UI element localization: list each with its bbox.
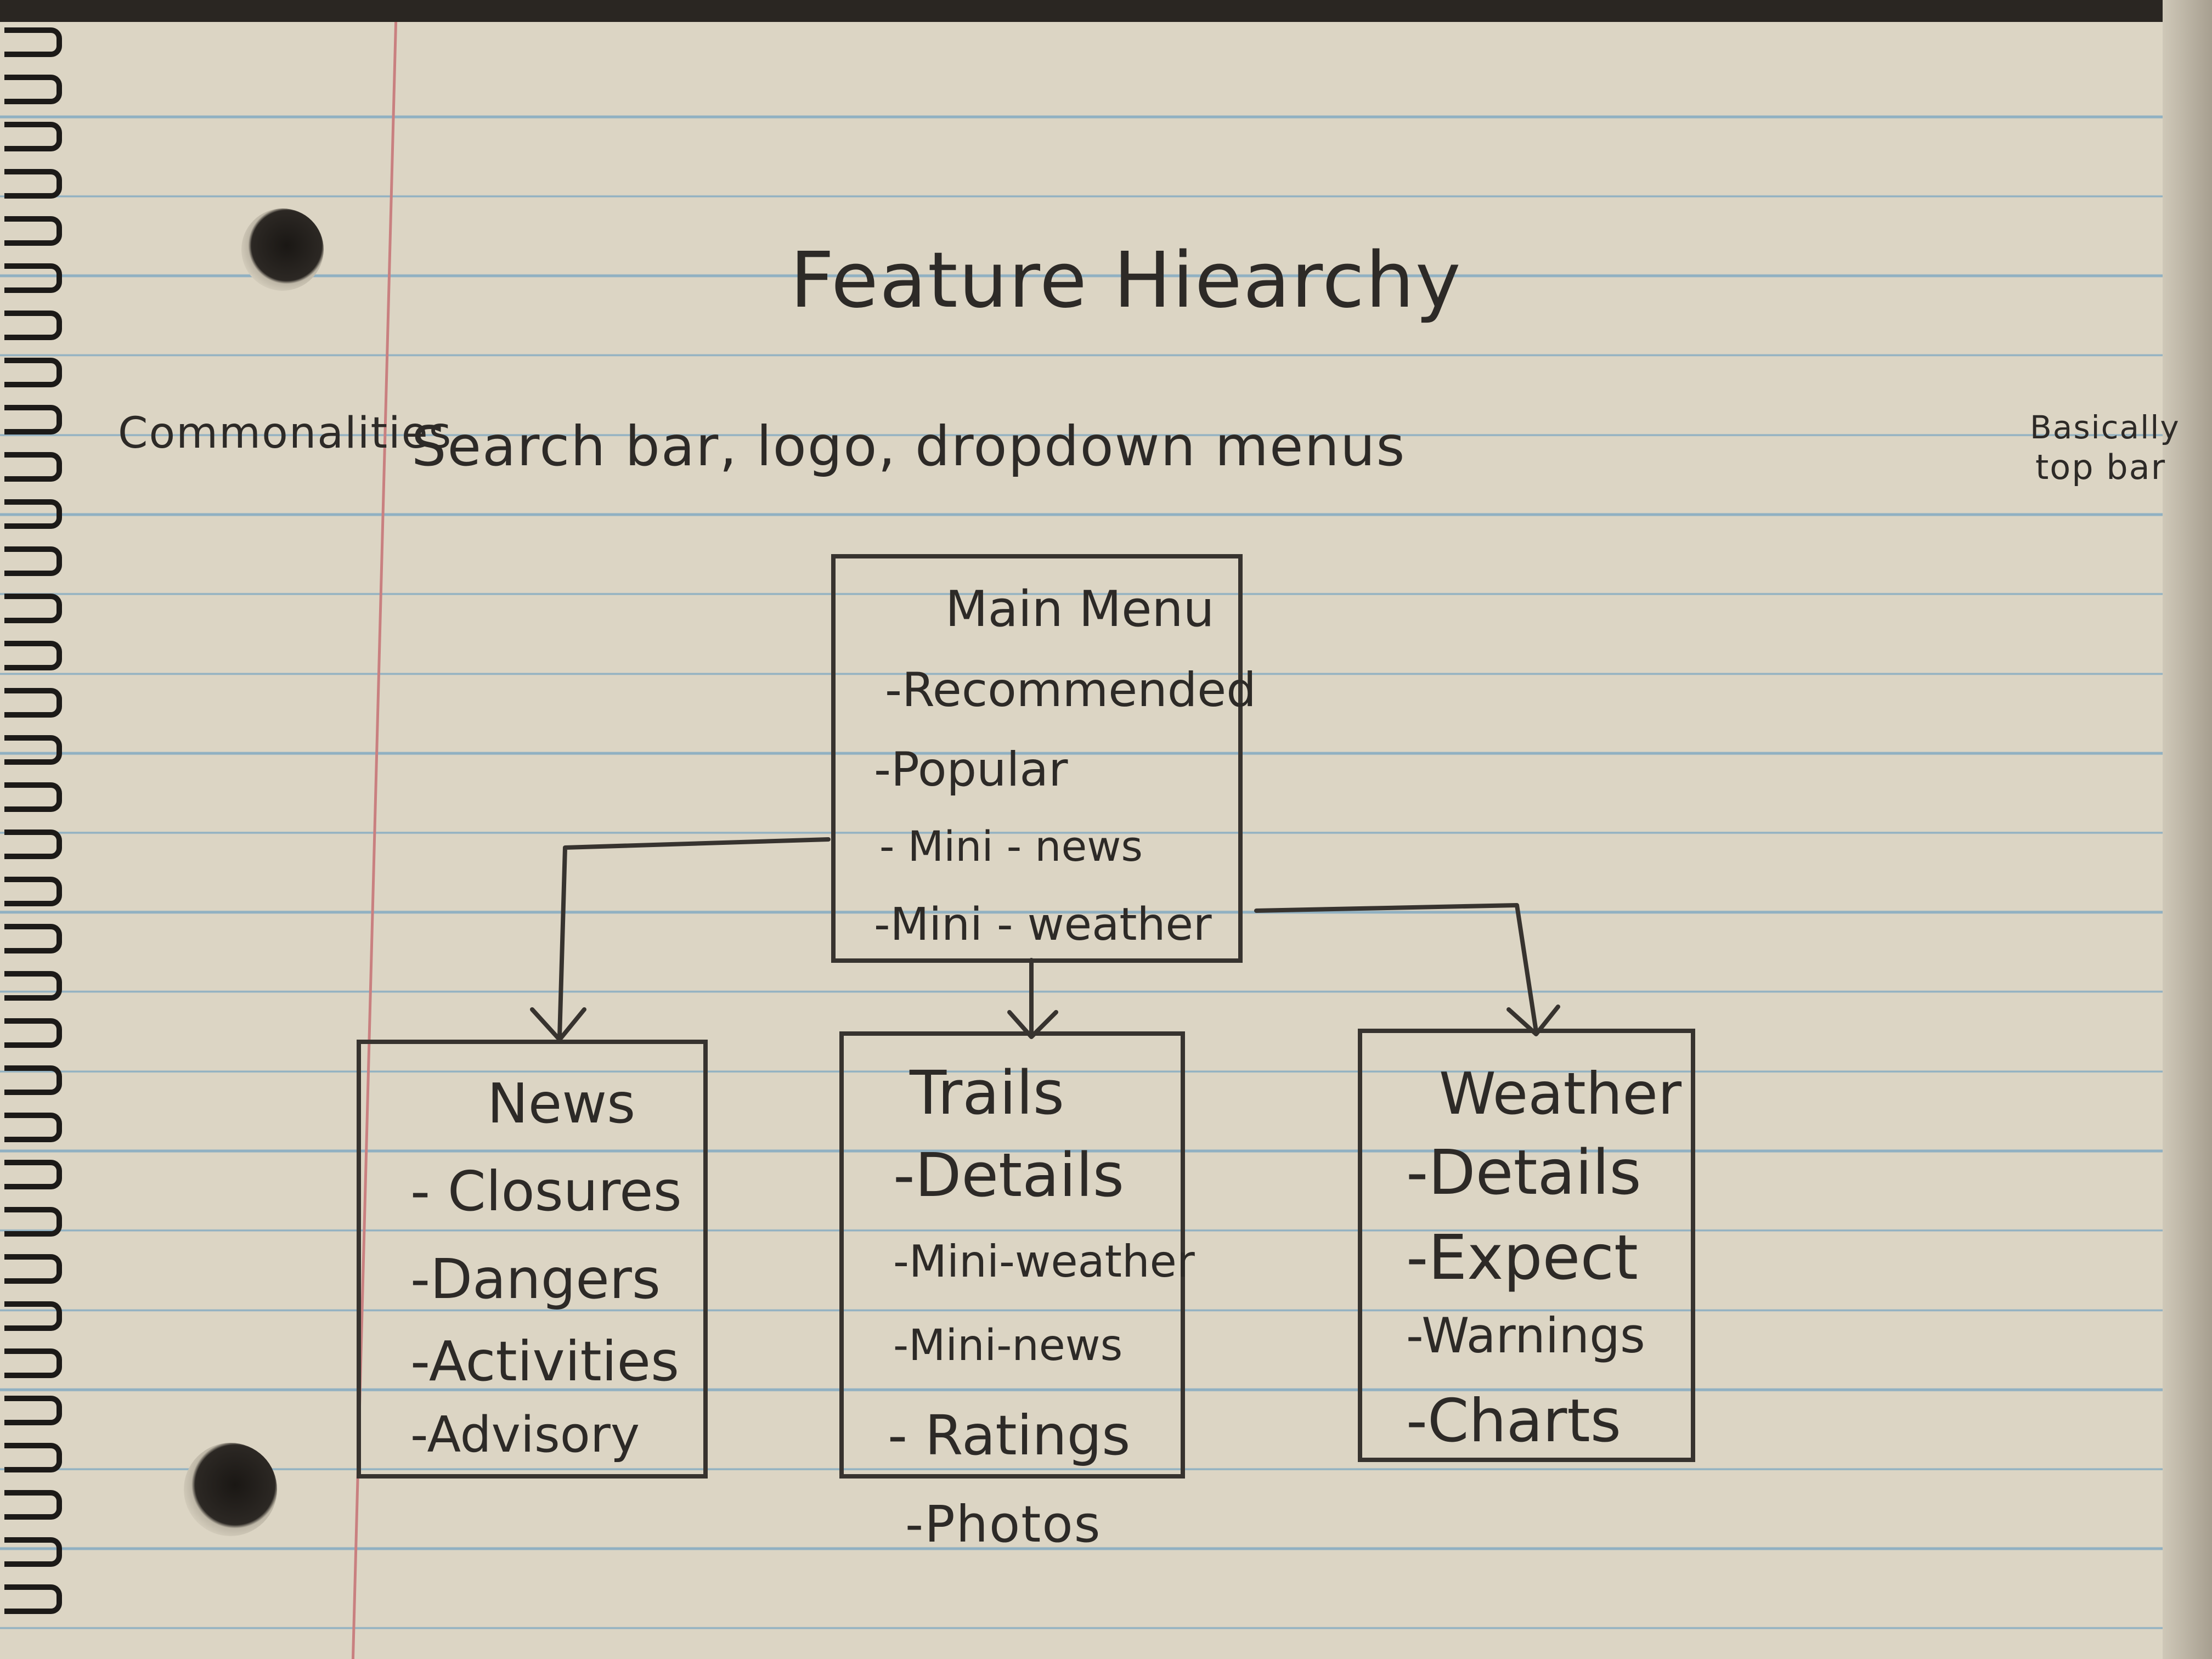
side-note-line1: Basically (2030, 409, 2180, 446)
weather-item: -Details (1406, 1137, 1641, 1209)
main-menu-item: - Mini - news (879, 822, 1143, 871)
spiral-coil (4, 216, 62, 246)
spiral-coil (4, 1160, 62, 1189)
spiral-coil (4, 1490, 62, 1520)
spiral-coil (4, 1301, 62, 1331)
weather-box: Weather -Details -Expect -Warnings -Char… (1358, 1029, 1695, 1462)
spiral-coil (4, 1065, 62, 1095)
commonalities-text: Search bar, logo, dropdown menus (411, 414, 1406, 478)
spiral-coil (4, 735, 62, 765)
spiral-coil (4, 546, 62, 576)
trails-title: Trails (910, 1058, 1065, 1128)
trails-item: -Mini-news (893, 1321, 1123, 1370)
spiral-coil (4, 499, 62, 529)
news-item: -Activities (410, 1329, 680, 1393)
punch-hole-bottom (184, 1443, 277, 1536)
spiral-coil (4, 877, 62, 906)
spiral-coil (4, 1348, 62, 1378)
side-note-line2: top bar (2035, 447, 2166, 487)
trails-item: -Mini-weather (893, 1236, 1195, 1287)
main-menu-item: -Recommended (885, 663, 1256, 718)
spiral-coil (4, 971, 62, 1001)
news-item: - Closures (410, 1159, 682, 1223)
main-menu-item: -Popular (874, 742, 1068, 797)
spiral-coil (4, 75, 62, 104)
paper-edge (2163, 0, 2212, 1659)
weather-title: Weather (1439, 1060, 1682, 1127)
spiral-coil (4, 1113, 62, 1142)
spiral-coil (4, 169, 62, 199)
spiral-coil (4, 688, 62, 718)
spiral-coil (4, 122, 62, 151)
page-title: Feature Hiearchy (790, 236, 1462, 325)
news-item: -Advisory (410, 1406, 640, 1464)
spiral-coil (4, 782, 62, 812)
weather-item: -Warnings (1406, 1307, 1645, 1364)
spiral-coil (4, 594, 62, 623)
spiral-coil (4, 311, 62, 340)
spiral-coil (4, 1443, 62, 1472)
trails-box: Trails -Details -Mini-weather -Mini-news… (839, 1031, 1195, 1479)
notebook-paper (0, 22, 2212, 1659)
news-box: News - Closures -Dangers -Activities -Ad… (357, 1040, 708, 1479)
spiral-coil (4, 1537, 62, 1567)
spiral-binding (0, 27, 71, 1646)
weather-item: -Charts (1406, 1387, 1622, 1455)
spiral-coil (4, 27, 62, 57)
commonalities-label: Commonalities (118, 409, 453, 458)
spiral-coil (4, 830, 62, 859)
spiral-coil (4, 1584, 62, 1614)
spiral-coil (4, 924, 62, 953)
trails-extra-item: -Photos (905, 1495, 1102, 1554)
spiral-coil (4, 1018, 62, 1048)
punch-hole-top (241, 208, 324, 291)
spiral-coil (4, 358, 62, 387)
weather-item: -Expect (1406, 1222, 1638, 1294)
trails-item: - Ratings (888, 1403, 1131, 1468)
news-title: News (487, 1071, 636, 1136)
main-menu-title: Main Menu (945, 580, 1215, 638)
main-menu-item: -Mini - weather (874, 899, 1212, 951)
trails-item: -Details (893, 1140, 1125, 1210)
spiral-coil (4, 452, 62, 482)
spiral-coil (4, 1254, 62, 1284)
spiral-coil (4, 405, 62, 435)
main-menu-box: Main Menu -Recommended -Popular - Mini -… (831, 554, 1256, 963)
spiral-coil (4, 1396, 62, 1425)
spiral-coil (4, 1207, 62, 1237)
news-item: -Dangers (410, 1247, 661, 1311)
spiral-coil (4, 641, 62, 670)
spiral-coil (4, 263, 62, 293)
